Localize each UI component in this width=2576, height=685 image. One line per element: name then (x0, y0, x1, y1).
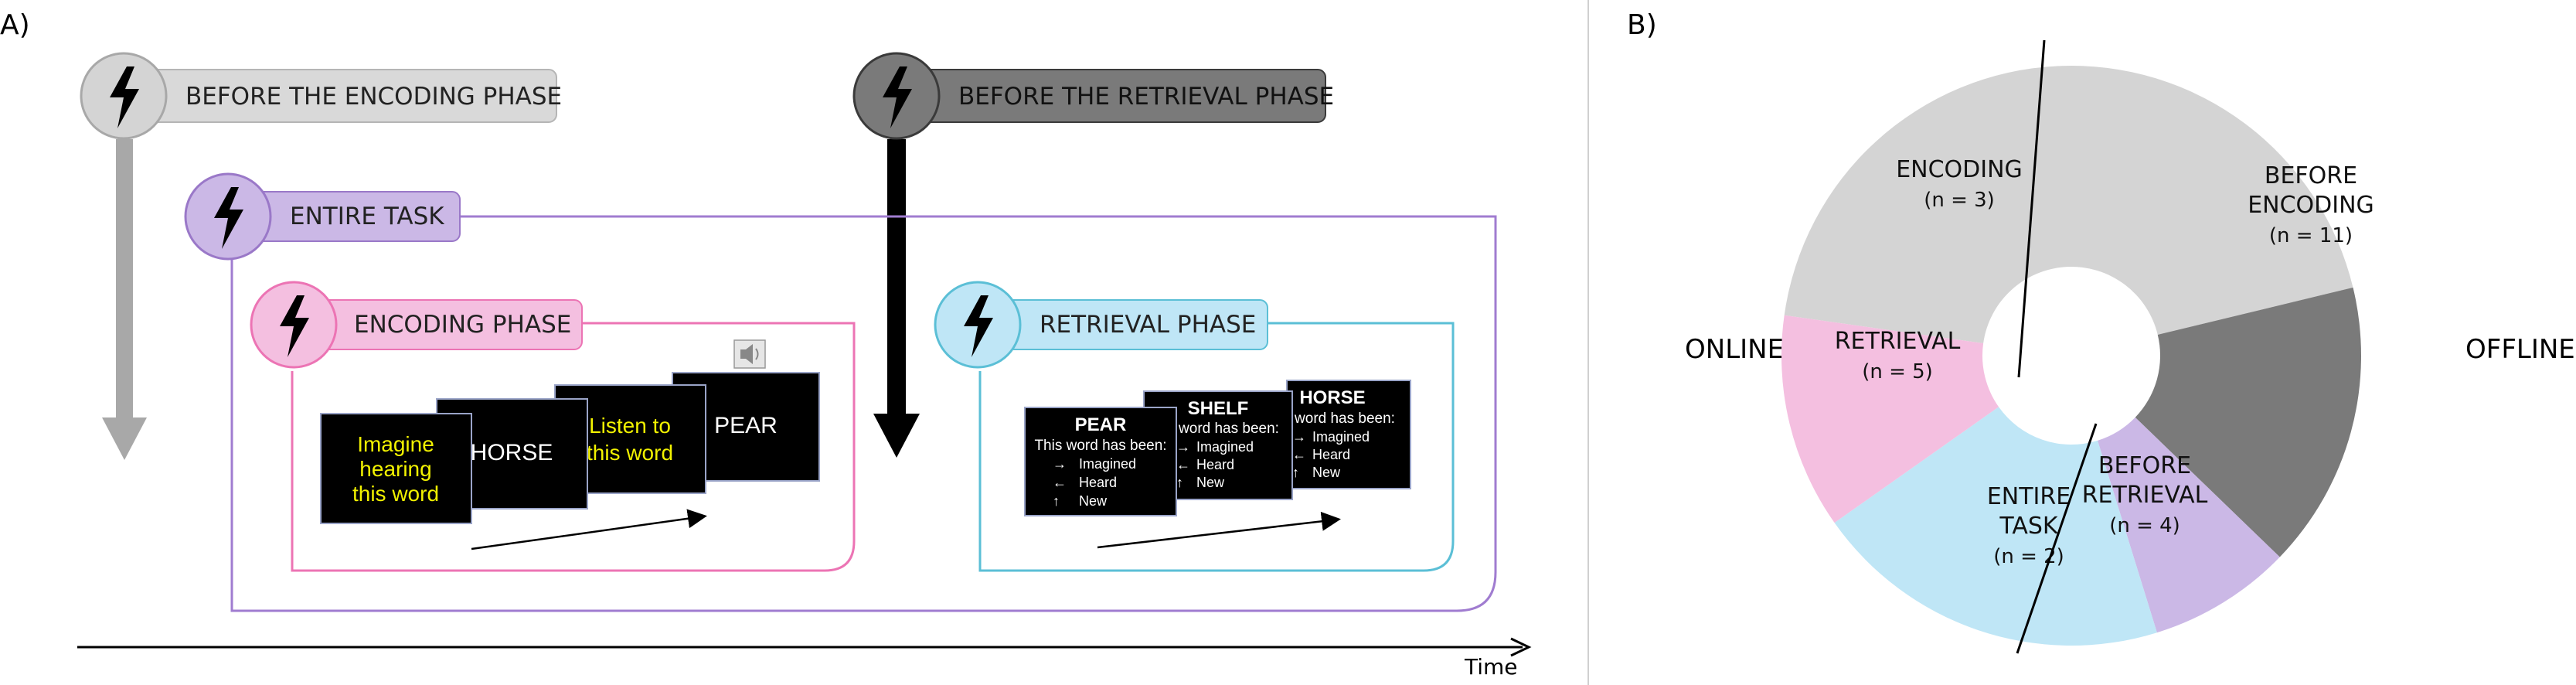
retrieval-screen-3 (1286, 380, 1411, 489)
lightning-icon (883, 66, 912, 128)
retrieval-screen-2-prompt: word has been: (1178, 421, 1279, 437)
encoding-screen-1-line1: Imagine (357, 432, 434, 456)
slice-label: RETRIEVAL (2082, 482, 2208, 509)
arrow-left-icon: ← (1292, 447, 1306, 462)
slice-label: BEFORE (2098, 452, 2191, 479)
bolt-entire-task (184, 172, 272, 261)
label-before-retrieval: BEFORE THE RETRIEVAL PHASE (896, 69, 1334, 123)
arrow-up-icon: ↑ (1292, 465, 1299, 480)
lightning-icon (964, 295, 993, 357)
encoding-screen-2-text: HORSE (471, 440, 553, 465)
retrieval-screen-2-opt2: Heard (1196, 457, 1234, 472)
slice-label: TASK (1999, 513, 2059, 540)
retrieval-screen-2-opt1: Imagined (1196, 439, 1254, 455)
before-encoding-arrow (102, 139, 147, 460)
bolt-before-retrieval (852, 52, 941, 140)
entire-task-frame (230, 215, 1497, 612)
label-entire-task: ENTIRE TASK (223, 191, 461, 242)
arrow-right-icon: → (1176, 439, 1190, 455)
label-before-retrieval-text: BEFORE THE RETRIEVAL PHASE (958, 83, 1334, 111)
retrieval-frame (978, 322, 1455, 572)
slice-count: (n = 11) (2269, 224, 2353, 247)
slice-label: ENCODING (2248, 192, 2374, 219)
speaker-icon (733, 339, 766, 369)
encoding-screen-1-line2: hearing (359, 457, 431, 481)
encoding-frame (291, 322, 856, 572)
slice-label: BEFORE (2265, 162, 2357, 189)
encoding-screen-1-line3: this word (352, 482, 439, 506)
retrieval-screen-3-prompt: word has been: (1294, 411, 1395, 427)
panel-a: A) Time BEFORE THE ENCODING PHASE (0, 0, 1589, 685)
side-label-offline: OFFLINE (2465, 334, 2575, 365)
slice-count: (n = 3) (1924, 189, 1995, 212)
encoding-screen-3-line1: Listen to (589, 414, 671, 438)
lightning-icon (214, 187, 243, 249)
lightning-icon (280, 295, 309, 357)
retrieval-screen-3-opt1: Imagined (1312, 429, 1370, 445)
online-offline-divider-top (2017, 39, 2046, 378)
arrow-right-icon: → (1053, 456, 1067, 472)
retrieval-sequence-arrow (1097, 511, 1341, 549)
lightning-icon (110, 66, 139, 128)
slice-count: (n = 4) (2109, 514, 2180, 537)
panel-b-label: B) (1627, 9, 1657, 41)
retrieval-screen-1-opt2: Heard (1079, 475, 1117, 490)
donut-slice-before-encoding (1784, 65, 2353, 343)
retrieval-screen-1 (1024, 407, 1177, 516)
label-encoding-text: ENCODING PHASE (354, 311, 571, 339)
panel-b: B) ONLINE OFFLINE BEFORE ENCODING (n = 11)… (1627, 9, 2575, 654)
arrow-up-icon: ↑ (1176, 475, 1183, 490)
panel-a-label: A) (0, 9, 30, 41)
slice-label: ENCODING (1896, 156, 2023, 183)
encoding-screen-3-line2: this word (587, 441, 673, 465)
slice-count: (n = 5) (1862, 360, 1933, 383)
retrieval-screen-3-opt3: New (1312, 465, 1341, 480)
label-entire-task-text: ENTIRE TASK (290, 203, 444, 230)
arrow-up-icon: ↑ (1053, 493, 1060, 509)
retrieval-screen-1-opt1: Imagined (1079, 456, 1136, 472)
arrow-left-icon: ← (1176, 457, 1190, 472)
label-encoding: ENCODING PHASE (291, 299, 583, 350)
encoding-screens: PEAR Listen to this word HORSE Imagine h… (320, 372, 820, 550)
retrieval-screens: HORSE word has been: → Imagined ← Heard … (1024, 380, 1411, 549)
donut-slice-before-retrieval (2135, 287, 2361, 557)
donut-slice-entire-task (2098, 417, 2280, 633)
slice-label: ENTIRE (1987, 483, 2071, 510)
time-label: Time (1464, 654, 1518, 680)
retrieval-screen-3-word: HORSE (1299, 387, 1365, 408)
donut-slice-retrieval (1834, 407, 2157, 646)
arrow-right-icon: → (1292, 429, 1306, 445)
label-before-encoding-text: BEFORE THE ENCODING PHASE (185, 83, 562, 111)
slice-label: RETRIEVAL (1835, 328, 1961, 355)
encoding-screen-1 (320, 413, 472, 524)
donut-slice-encoding (1781, 315, 1999, 523)
retrieval-screen-1-prompt: This word has been: (1034, 438, 1166, 454)
retrieval-screen-2-word: SHELF (1188, 398, 1249, 419)
bolt-encoding (250, 281, 338, 369)
side-label-online: ONLINE (1685, 334, 1784, 365)
retrieval-screen-1-word: PEAR (1075, 414, 1127, 435)
time-axis: Time (77, 637, 1532, 680)
label-retrieval: RETRIEVAL PHASE (977, 299, 1268, 350)
retrieval-screen-1-opt3: New (1079, 493, 1108, 509)
online-offline-divider-bottom (2016, 423, 2098, 654)
arrow-left-icon: ← (1053, 475, 1067, 490)
bolt-before-encoding (80, 52, 168, 140)
bolt-retrieval (934, 281, 1022, 369)
donut-chart: BEFORE ENCODING (n = 11) BEFORE RETRIEVAL (n … (1781, 65, 2374, 646)
encoding-sequence-arrow (471, 509, 707, 550)
label-retrieval-text: RETRIEVAL PHASE (1040, 311, 1256, 339)
before-retrieval-arrow (873, 139, 920, 458)
retrieval-screen-3-opt2: Heard (1312, 447, 1350, 462)
retrieval-screen-2-opt3: New (1196, 475, 1225, 490)
label-before-encoding: BEFORE THE ENCODING PHASE (123, 69, 562, 123)
encoding-screen-4-text: PEAR (714, 413, 778, 438)
